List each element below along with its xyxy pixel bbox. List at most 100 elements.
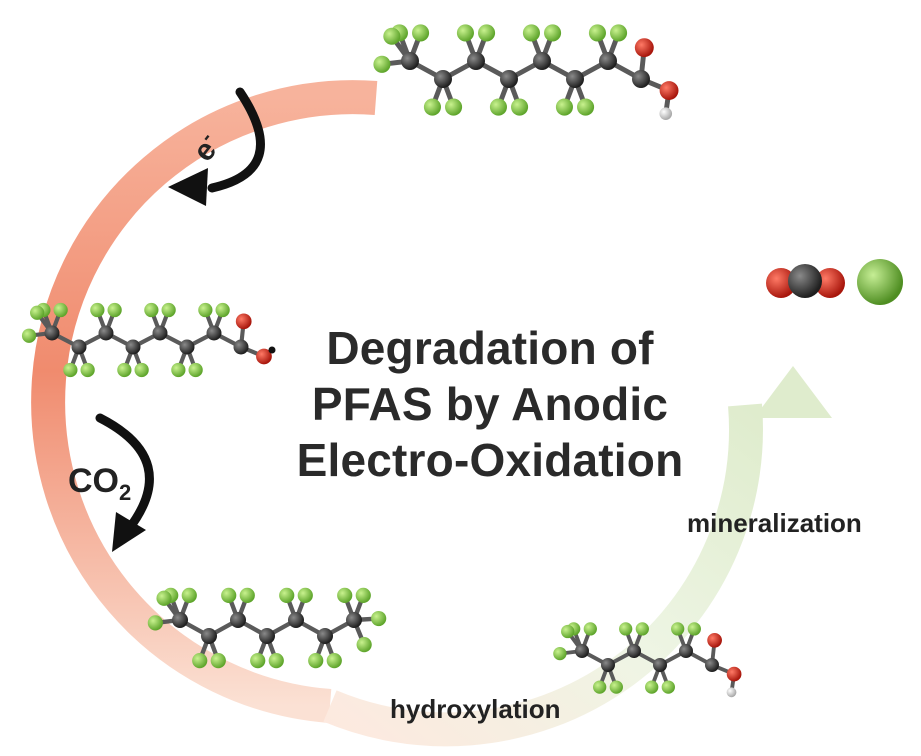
oxygen-atom [256, 348, 272, 365]
carbon-atom [601, 658, 615, 672]
cycle-arc [31, 80, 832, 747]
molecule-pfca-top [373, 24, 679, 120]
fluorine-atom [192, 653, 208, 669]
fluorine-atom [577, 98, 595, 116]
electron-arrow [207, 87, 265, 193]
co2-arrow-head [112, 512, 146, 552]
fluorine-atom [250, 653, 266, 669]
fluorine-atom [588, 24, 606, 42]
arc-left-segment [31, 80, 378, 723]
carbon-atom [705, 658, 719, 672]
fluorine-atom [161, 302, 176, 318]
radical-dot [268, 346, 276, 354]
co2-molecule [766, 264, 845, 298]
fluorine-atom [619, 622, 633, 636]
fluorine-atom [456, 24, 474, 42]
fluorine-atom [671, 622, 685, 636]
molecule-chain-bottom-left [147, 587, 387, 669]
carbon-atom [401, 52, 419, 70]
fluorine-atom [609, 680, 623, 694]
carbon-atom [788, 264, 822, 298]
carbon-atom [317, 628, 333, 644]
carbon-atom [653, 658, 667, 672]
oxygen-atom [634, 38, 654, 58]
carbon-atom [500, 70, 518, 88]
fluorine-atom [134, 362, 149, 378]
fluorine-atom [412, 24, 430, 42]
fluorine-atom [661, 680, 675, 694]
fluorine-atom [645, 680, 659, 694]
fluorine-atom [522, 24, 540, 42]
oxygen-atom [235, 313, 252, 330]
fluorine-atom [373, 55, 391, 73]
fluorine-atom [489, 98, 507, 116]
fluorine-atom [511, 98, 529, 116]
fluorine-atom [21, 328, 37, 343]
fluorine-atom [181, 587, 197, 603]
carbon-atom [533, 52, 551, 70]
fluorine-atom [553, 646, 567, 661]
oxygen-atom [659, 81, 679, 101]
carbon-atom [230, 612, 246, 628]
fluorine-atom [610, 24, 628, 42]
mineralization-label: mineralization [687, 508, 862, 538]
fluorine-atom [221, 587, 237, 603]
carbon-atom [599, 52, 617, 70]
fluorine-atom [144, 302, 159, 318]
fluorine-atom [383, 27, 401, 45]
fluorine-atom [297, 587, 313, 603]
fluorine-atom [171, 362, 186, 378]
oxygen-atom [707, 632, 722, 648]
fluorine-atom [593, 680, 607, 694]
fluorine-atom [268, 653, 284, 669]
fluorine-atom [561, 624, 575, 639]
carbon-atom [172, 612, 188, 628]
atoms [373, 24, 679, 120]
fluorine-atom [355, 587, 371, 603]
fluorine-atom [107, 302, 122, 318]
fluorine-atom [371, 610, 387, 627]
carbon-atom [125, 339, 141, 355]
fluorine-atom [53, 302, 68, 318]
co2-subscript: 2 [119, 479, 132, 505]
fluorine-atom [239, 587, 255, 603]
carbon-atom [434, 70, 452, 88]
carbon-atom [201, 628, 217, 644]
hydrogen-atom [726, 687, 737, 698]
carbon-atom [627, 644, 641, 658]
fluorine-atom [30, 305, 45, 320]
fluorine-atom [337, 587, 353, 603]
carbon-atom [566, 70, 584, 88]
fluorine-atom [188, 362, 203, 378]
fluorine-atom [583, 622, 597, 636]
carbon-atom [98, 325, 114, 341]
carbon-atom [152, 325, 168, 341]
carbon-atom [71, 339, 87, 355]
oxygen-atom [766, 268, 796, 298]
fluorine-atom [555, 98, 573, 116]
fluorine-atom [156, 590, 172, 606]
carbon-atom [679, 644, 693, 658]
fluorine-atom [210, 653, 226, 669]
atoms [553, 622, 742, 698]
title-line-1: Degradation of [326, 322, 654, 374]
arc-right-segment [323, 403, 763, 747]
mineralization-products [766, 259, 903, 305]
diagram-title: Degradation of PFAS by Anodic Electro-Ox… [280, 320, 700, 488]
fluorine-atom [117, 362, 132, 378]
carbon-atom [44, 325, 60, 341]
carbon-atom [233, 339, 249, 355]
carbon-atom [467, 52, 485, 70]
fluorine-atom [147, 615, 163, 631]
carbon-atom [206, 325, 222, 341]
fluoride-sphere [857, 259, 903, 305]
hydroxylation-label: hydroxylation [390, 694, 561, 724]
co2-label: CO2 [68, 462, 131, 506]
atoms [21, 302, 272, 378]
fluorine-atom [687, 622, 701, 636]
fluorine-atom [308, 653, 324, 669]
fluorine-atom [445, 98, 463, 116]
title-line-2: PFAS by Anodic [311, 378, 669, 430]
